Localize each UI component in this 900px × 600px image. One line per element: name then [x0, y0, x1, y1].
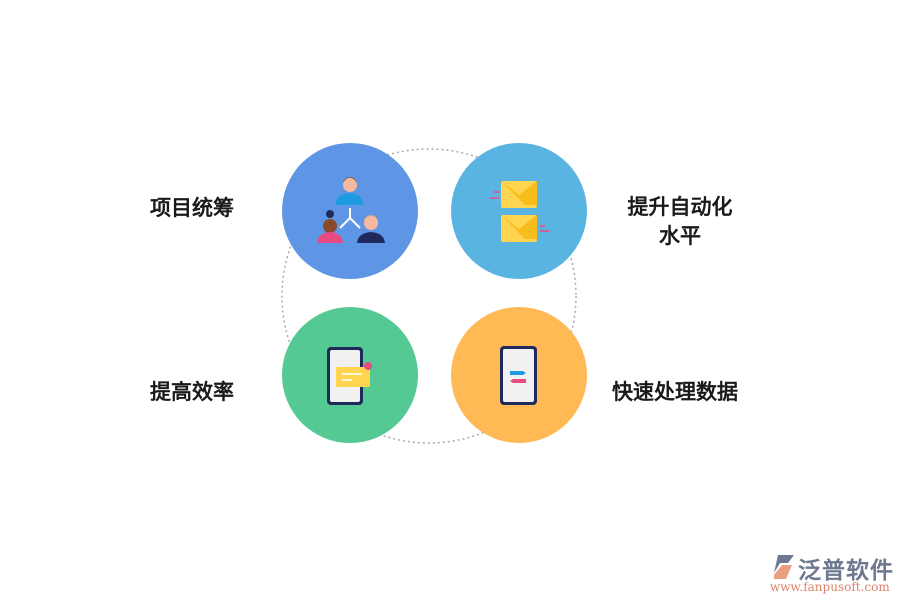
node-automation: [451, 143, 587, 279]
label-data-processing: 快速处理数据: [612, 380, 738, 404]
node-project-coordination: [282, 143, 418, 279]
envelopes-icon: [490, 181, 549, 242]
node-data-processing: [451, 307, 587, 443]
label-automation-line1: 提升自动化: [627, 195, 733, 219]
dotted-ring: [281, 148, 577, 444]
label-project-coordination: 项目统筹: [150, 196, 234, 220]
logo-url: www.fanpusoft.com: [770, 580, 890, 594]
logo-icon: [774, 555, 794, 579]
team-hierarchy-icon: [317, 177, 385, 243]
phone-message-icon: [327, 347, 372, 405]
phone-transfer-icon: [500, 346, 537, 405]
label-automation-line2: 水平: [659, 224, 701, 248]
logo-name: 泛普软件: [798, 558, 894, 584]
label-automation: 提升自动化 水平: [620, 193, 740, 251]
logo: 泛普软件 www.fanpusoft.com: [768, 551, 898, 597]
node-efficiency: [282, 307, 418, 443]
label-efficiency: 提高效率: [150, 380, 234, 404]
